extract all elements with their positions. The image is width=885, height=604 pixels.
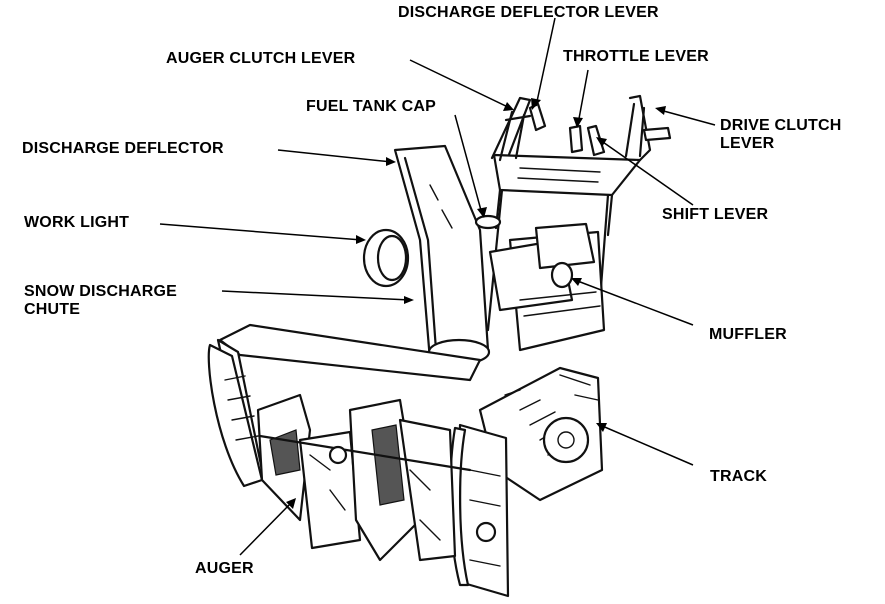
discharge-chute	[393, 144, 502, 366]
label-auger-clutch-lever: AUGER CLUTCH LEVER	[166, 50, 356, 67]
handlebar-assembly	[486, 94, 672, 332]
label-shift-lever: SHIFT LEVER	[662, 206, 769, 223]
label-muffler: MUFFLER	[709, 326, 787, 343]
label-fuel-tank-cap: FUEL TANK CAP	[306, 98, 437, 115]
label-snow-discharge-chute: SNOW DISCHARGE CHUTE	[24, 283, 177, 319]
leader-lines	[159, 17, 716, 556]
label-snow-discharge-chute-line1: SNOW DISCHARGE	[24, 283, 178, 300]
label-work-light: WORK LIGHT	[24, 214, 130, 231]
label-discharge-deflector: DISCHARGE DEFLECTOR	[22, 140, 224, 157]
label-snow-discharge-chute-line2: CHUTE	[24, 301, 81, 318]
label-drive-clutch-lever: DRIVE CLUTCH LEVER	[720, 117, 842, 153]
label-drive-clutch-lever-line2: LEVER	[720, 135, 775, 152]
auger-blades	[256, 393, 472, 562]
label-discharge-deflector-lever: DISCHARGE DEFLECTOR LEVER	[398, 4, 659, 21]
label-throttle-lever: THROTTLE LEVER	[563, 48, 709, 65]
label-drive-clutch-lever-line1: DRIVE CLUTCH	[720, 117, 842, 134]
engine	[488, 222, 606, 352]
label-track: TRACK	[710, 468, 767, 485]
label-auger: AUGER	[195, 560, 254, 577]
track	[478, 366, 604, 502]
work-light	[362, 228, 410, 288]
